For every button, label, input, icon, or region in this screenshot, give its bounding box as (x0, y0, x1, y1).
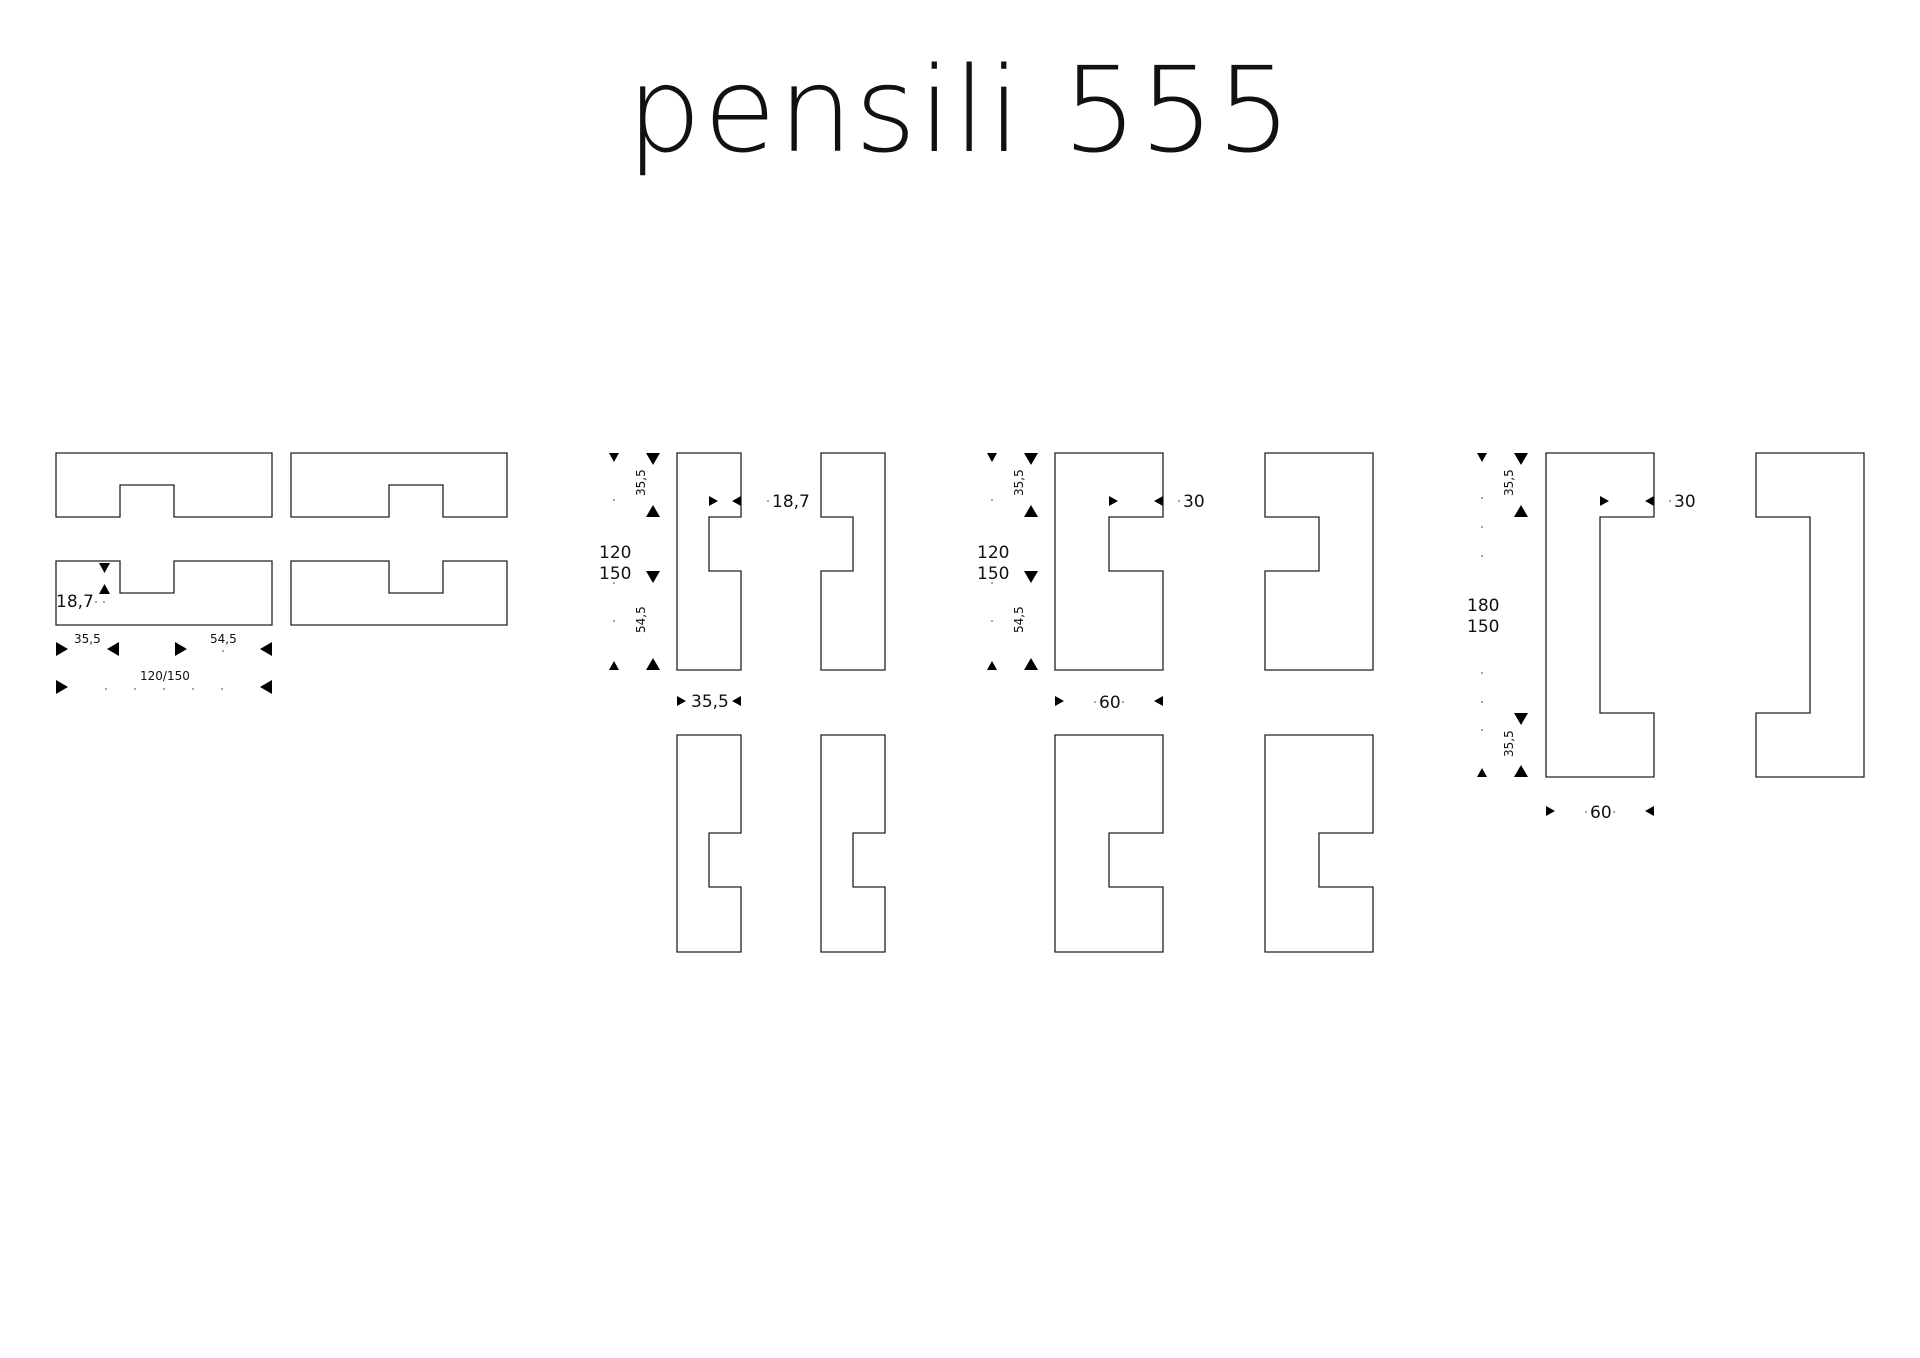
dimension-label-gap: 18,7 (56, 592, 94, 612)
dimension-arrow (1055, 696, 1064, 706)
dimension-arrow (99, 584, 110, 594)
dimension-arrow (732, 696, 741, 706)
unit-shape (55, 560, 273, 626)
dimension-arrow (646, 571, 660, 583)
dimension-arrow (1024, 658, 1038, 670)
unit-shape (1264, 734, 1374, 953)
dimension-arrow (1477, 453, 1487, 462)
page-title: pensili 555 (626, 41, 1294, 179)
dimension-arrow (646, 505, 660, 517)
dimension-arrow (1514, 453, 1528, 465)
dimension-label-notch: 18,7 (772, 492, 810, 512)
unit-shape (820, 734, 886, 953)
group-tall-vertical-units: 35,5 180 150 35,5 30 60 (1467, 452, 1865, 823)
dimension-arrow (1477, 768, 1487, 777)
unit-shape (676, 452, 742, 671)
dimension-arrow (732, 496, 741, 506)
dimension-arrow (1024, 505, 1038, 517)
dimension-label-height-2: 150 (1467, 617, 1499, 637)
dimension-arrow (987, 661, 997, 670)
dimension-label-notch: 30 (1674, 492, 1696, 512)
dimension-label-bottom: 54,5 (634, 606, 648, 633)
dimension-arrow (56, 642, 68, 656)
dimension-arrow (1514, 713, 1528, 725)
dimension-arrow (1645, 806, 1654, 816)
unit-shape (1264, 452, 1374, 671)
dimension-label-bottom: 54,5 (1012, 606, 1026, 633)
dimension-label-height-2: 150 (977, 564, 1009, 584)
dimension-arrow (175, 642, 187, 656)
unit-shape (55, 452, 273, 518)
dimension-label-height-2: 150 (599, 564, 631, 584)
dimension-arrow (1154, 496, 1163, 506)
dimension-label-bottom: 35,5 (1502, 730, 1516, 757)
dimension-label-total: 120/150 (140, 669, 190, 683)
dimension-arrow (1546, 806, 1555, 816)
unit-shape (820, 452, 886, 671)
dimension-label-width: 60 (1590, 803, 1612, 823)
unit-shape (1054, 734, 1164, 953)
dimension-arrow (56, 680, 68, 694)
dimension-arrow (1645, 496, 1654, 506)
dimension-label-height-1: 180 (1467, 596, 1499, 616)
unit-shape (676, 734, 742, 953)
group-horizontal-units: 18,7 35,5 54,5 120/150 (55, 452, 508, 694)
dimension-label-width: 35,5 (691, 692, 729, 712)
dimension-arrow (709, 496, 718, 506)
dimension-arrow (987, 453, 997, 462)
dimension-arrow (646, 658, 660, 670)
dimension-arrow (1024, 571, 1038, 583)
dimension-label-right: 54,5 (210, 632, 237, 646)
dimension-label-top: 35,5 (1502, 469, 1516, 496)
dimension-arrow (609, 453, 619, 462)
dimension-arrow (260, 642, 272, 656)
dimension-arrow (1154, 696, 1163, 706)
dimension-arrow (107, 642, 119, 656)
dimension-label-top: 35,5 (634, 469, 648, 496)
unit-shape (290, 560, 508, 626)
dimension-arrow (1514, 505, 1528, 517)
dimension-label-height-1: 120 (599, 543, 631, 563)
dimension-label-notch: 30 (1183, 492, 1205, 512)
dimension-label-left: 35,5 (74, 632, 101, 646)
dimension-label-height-1: 120 (977, 543, 1009, 563)
unit-shape (290, 452, 508, 518)
dimension-arrow (646, 453, 660, 465)
dimension-arrow (99, 563, 110, 573)
dimension-arrow (609, 661, 619, 670)
group-narrow-vertical-units: 35,5 120 150 54,5 18,7 35,5 (599, 452, 886, 953)
dimension-arrow (1109, 496, 1118, 506)
unit-shape (1545, 452, 1655, 778)
dimension-arrow (1600, 496, 1609, 506)
dimension-arrow (1514, 765, 1528, 777)
dimension-arrow (260, 680, 272, 694)
dimension-arrow (677, 696, 686, 706)
unit-shape (1054, 452, 1164, 671)
unit-shape (1755, 452, 1865, 778)
dimension-arrow (1024, 453, 1038, 465)
dimension-label-width: 60 (1099, 693, 1121, 713)
group-wide-vertical-units: 35,5 120 150 54,5 30 60 (977, 452, 1374, 953)
dimension-label-top: 35,5 (1012, 469, 1026, 496)
